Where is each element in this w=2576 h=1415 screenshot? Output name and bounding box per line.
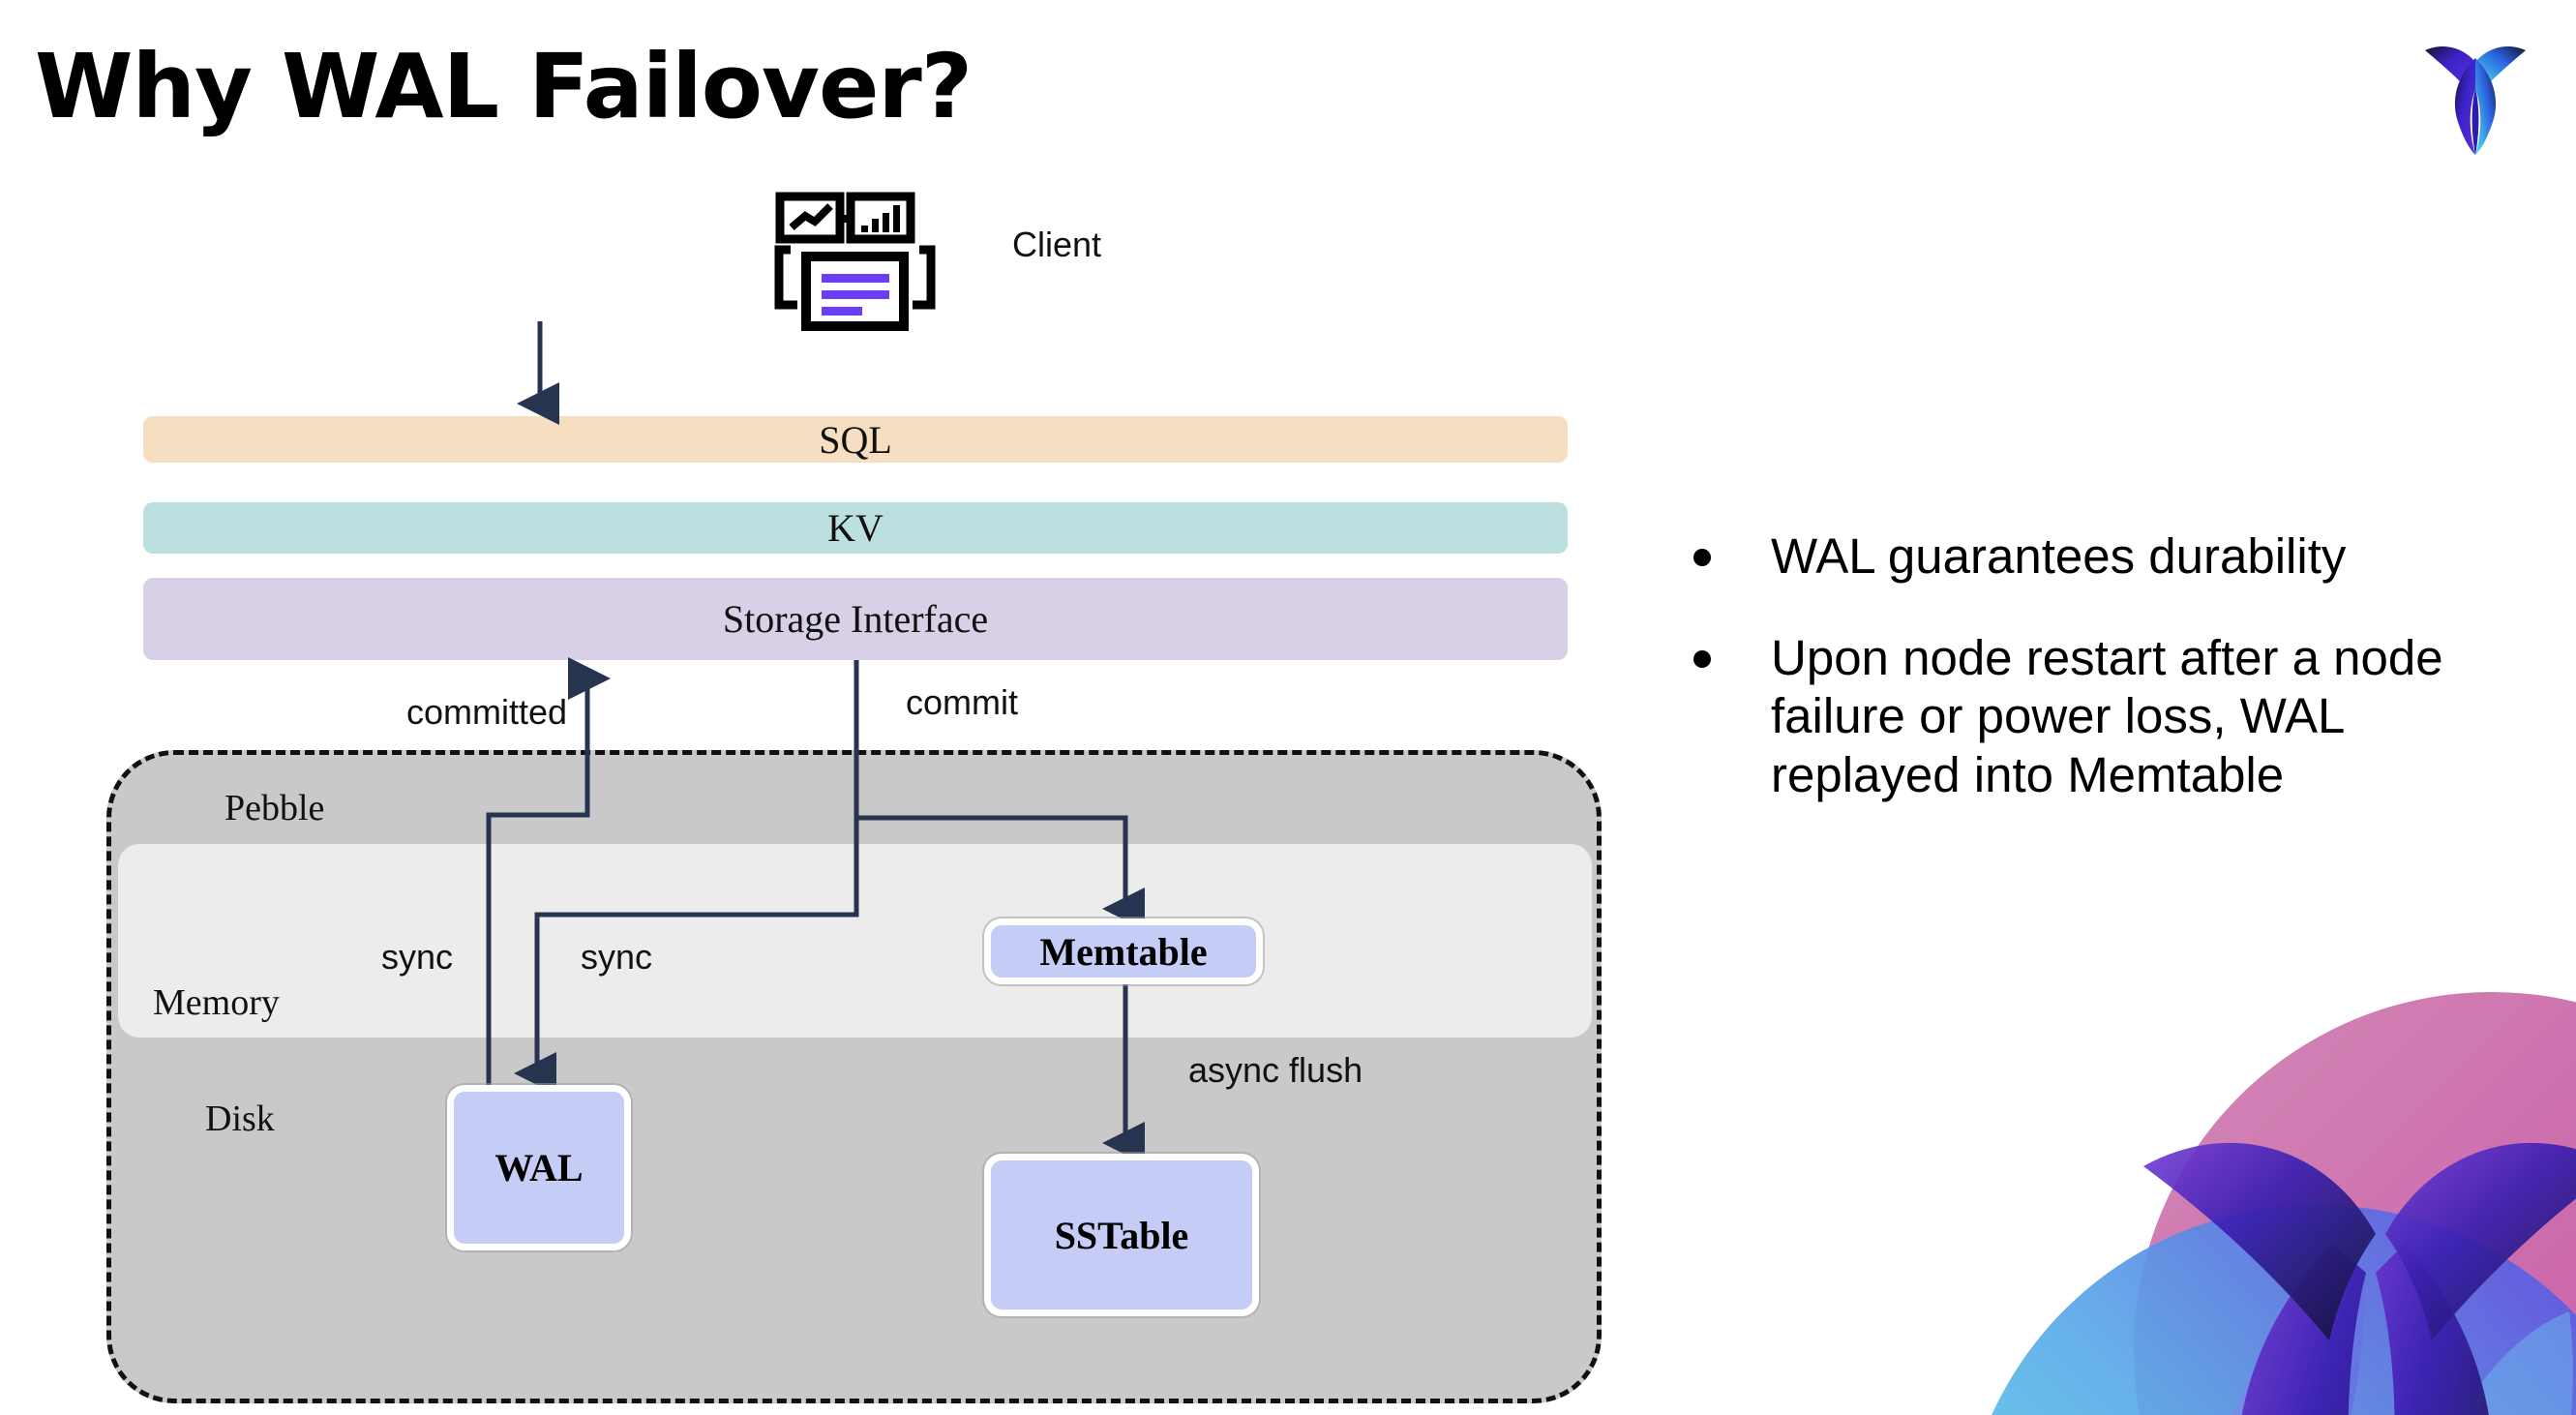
node-memtable-label: Memtable (1039, 929, 1208, 974)
edge-label-committed: committed (406, 692, 568, 732)
node-sstable: SSTable (984, 1154, 1259, 1316)
edge-label-sync-right: sync (581, 937, 653, 977)
cockroachdb-watermark-icon (1950, 924, 2576, 1415)
bullet-text: WAL guarantees durability (1771, 528, 2347, 584)
layer-bar-storage-interface-label: Storage Interface (722, 597, 989, 641)
bullet-text: Upon node restart after a node failure o… (1771, 629, 2443, 803)
disk-label: Disk (205, 1099, 275, 1139)
memory-label: Memory (153, 982, 280, 1023)
client-workstation-icon (774, 189, 939, 334)
node-wal: WAL (447, 1085, 631, 1250)
edge-label-sync-left: sync (381, 937, 454, 977)
memory-zone (118, 844, 1592, 1038)
node-sstable-label: SSTable (1054, 1213, 1189, 1257)
bullet-dot-icon (1693, 649, 1711, 668)
edge-label-async-flush: async flush (1188, 1050, 1363, 1090)
page-title: Why WAL Failover? (35, 35, 973, 138)
pebble-label: Pebble (225, 788, 325, 828)
layer-bar-sql: SQL (143, 416, 1568, 463)
bullet-dot-icon (1693, 549, 1711, 566)
layer-bar-storage-interface: Storage Interface (143, 578, 1568, 660)
list-item: WAL guarantees durability (1693, 527, 2526, 587)
edge-label-commit: commit (906, 682, 1018, 722)
node-memtable: Memtable (984, 918, 1263, 984)
client-label: Client (1012, 225, 1102, 264)
layer-bar-kv-label: KV (827, 506, 884, 550)
node-wal-label: WAL (494, 1146, 584, 1189)
layer-bar-kv: KV (143, 502, 1568, 554)
bullet-list: WAL guarantees durability Upon node rest… (1693, 527, 2526, 848)
layer-bar-sql-label: SQL (819, 417, 892, 462)
list-item: Upon node restart after a node failure o… (1693, 629, 2526, 805)
cockroachdb-logo-icon (2417, 29, 2533, 165)
